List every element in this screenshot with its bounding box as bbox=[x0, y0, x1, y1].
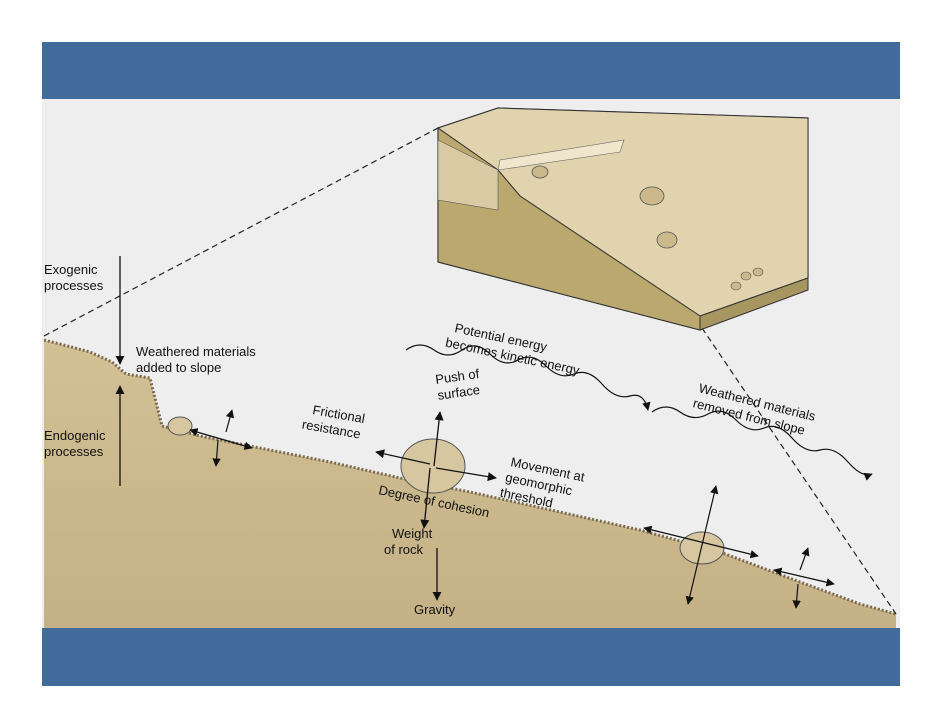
weathered-removed-label: Weathered materials removed from slope bbox=[691, 380, 820, 440]
frictional-resistance-label: Frictional resistance bbox=[301, 401, 370, 443]
inset-slope-block bbox=[436, 107, 809, 331]
far-rock-arrow-down bbox=[792, 583, 801, 609]
movement-arrow bbox=[435, 467, 497, 482]
push-arrow bbox=[433, 411, 444, 467]
footer-band bbox=[42, 628, 900, 686]
header-band bbox=[42, 42, 900, 99]
projection-line-right bbox=[701, 327, 897, 615]
small-rock-arrow-up bbox=[225, 409, 235, 433]
far-rock-arrow-up bbox=[799, 547, 810, 571]
projection-line-left bbox=[43, 127, 439, 337]
large-rock-center bbox=[400, 438, 466, 494]
weight-of-rock-label: Weight of rock bbox=[384, 526, 436, 557]
cohesion-arrow bbox=[420, 467, 431, 529]
wavy-arrow-removed bbox=[651, 406, 873, 481]
movement-threshold-label: Movement at geomorphic threshold bbox=[499, 453, 590, 516]
push-of-surface-label: Push of surface bbox=[434, 365, 486, 402]
far-rock-arrow-h bbox=[773, 567, 835, 587]
weathered-added-label: Weathered materials added to slope bbox=[136, 344, 259, 375]
exogenic-label: Exogenic processes bbox=[44, 262, 104, 293]
rock-right bbox=[679, 531, 725, 565]
wavy-arrow-kinetic bbox=[405, 344, 651, 411]
small-rock-arrow-h bbox=[189, 428, 253, 450]
frictional-arrow bbox=[375, 449, 431, 465]
right-rock-arrow-v bbox=[685, 485, 719, 605]
small-rock-left bbox=[167, 416, 193, 436]
endogenic-label: Endogenic processes bbox=[44, 428, 109, 459]
small-rock-arrow-down bbox=[212, 439, 221, 467]
gravity-label: Gravity bbox=[414, 602, 456, 617]
